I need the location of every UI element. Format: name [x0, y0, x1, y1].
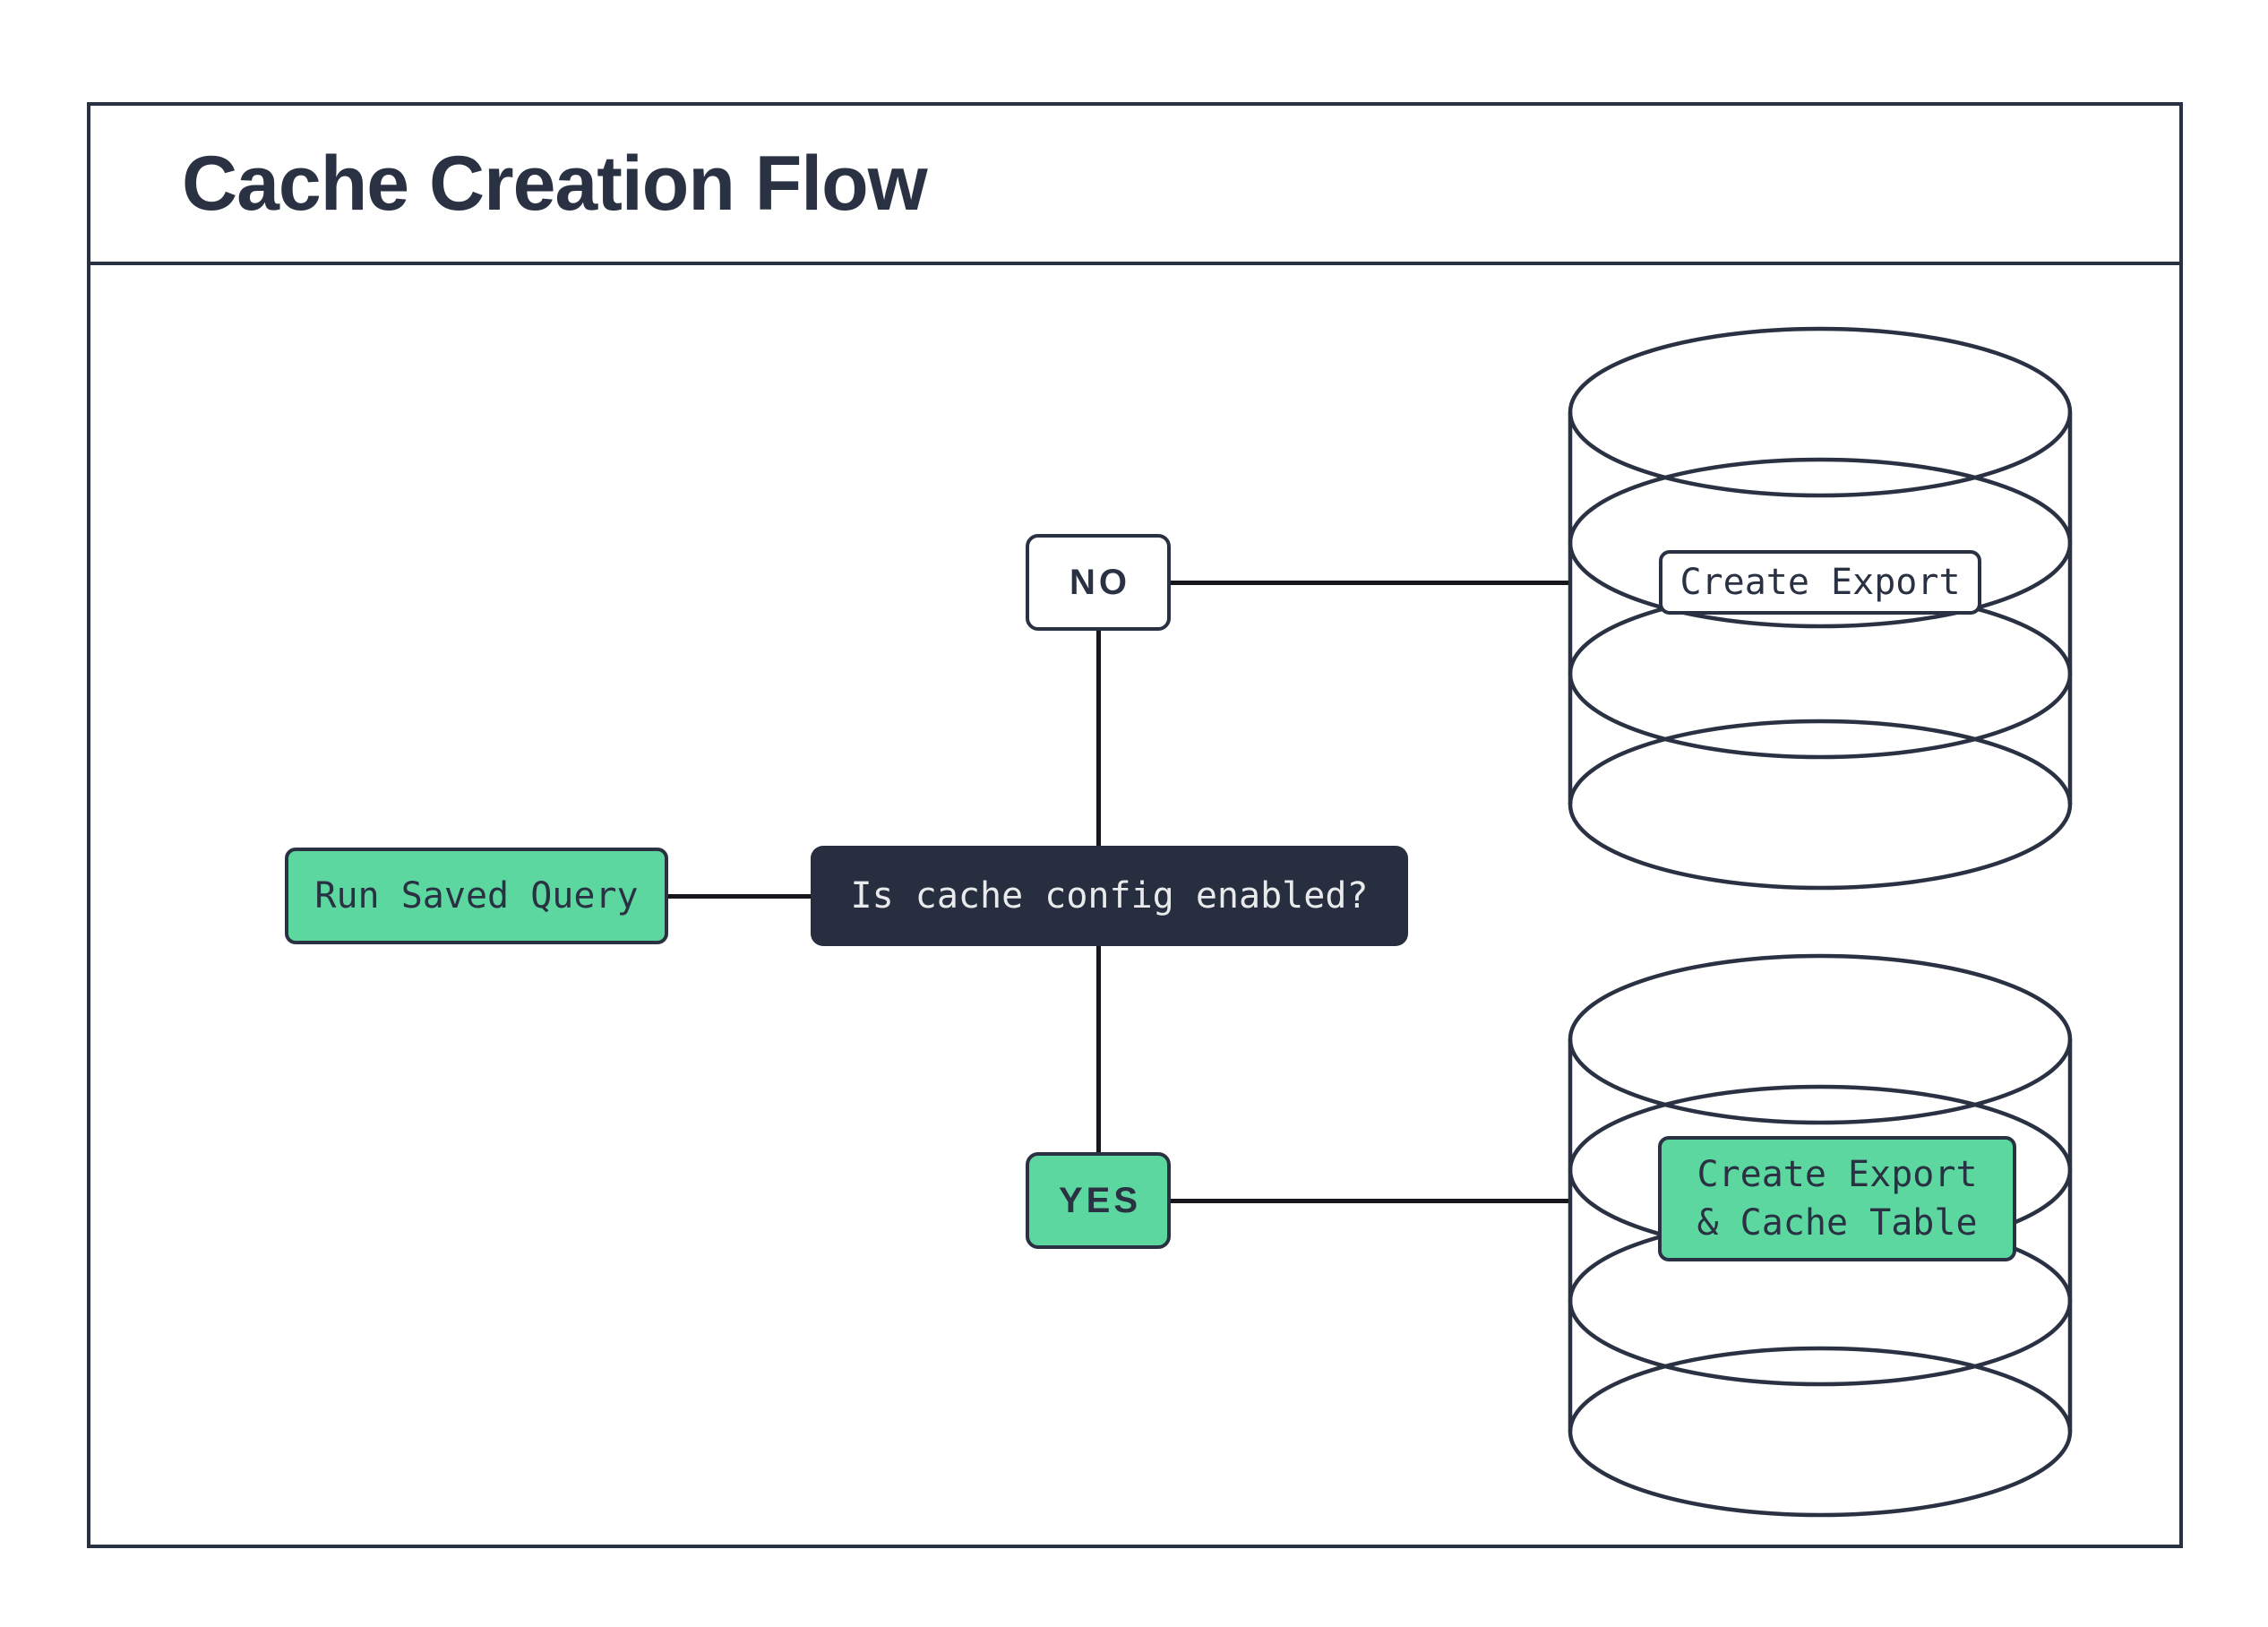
node-create-export-cache-table-line2: & Cache Table: [1697, 1202, 1978, 1244]
node-decision-cache-config: Is cache config enabled?: [811, 846, 1408, 946]
diagram-title: Cache Creation Flow: [182, 140, 928, 227]
diagram-header: Cache Creation Flow: [90, 106, 2179, 265]
edge-yes-to-database: [1171, 1199, 1572, 1203]
edge-decision-to-yes: [1096, 946, 1101, 1152]
node-branch-no: NO: [1026, 534, 1171, 631]
node-run-saved-query: Run Saved Query: [285, 848, 668, 944]
edge-start-to-decision: [668, 894, 811, 899]
edge-decision-to-no: [1096, 631, 1101, 846]
node-decision-label: Is cache config enabled?: [850, 875, 1369, 917]
node-branch-yes: YES: [1026, 1152, 1171, 1249]
node-create-export-label: Create Export: [1680, 562, 1961, 603]
node-branch-no-label: NO: [1070, 562, 1130, 602]
node-run-saved-query-label: Run Saved Query: [314, 875, 639, 917]
diagram-frame: Cache Creation Flow: [87, 102, 2183, 1548]
edge-no-to-database: [1171, 581, 1572, 585]
node-create-export-cache-table-line1: Create Export: [1697, 1154, 1978, 1195]
node-create-export: Create Export: [1659, 550, 1981, 615]
node-branch-yes-label: YES: [1058, 1180, 1142, 1220]
node-create-export-cache-table: Create Export & Cache Table: [1658, 1136, 2016, 1261]
